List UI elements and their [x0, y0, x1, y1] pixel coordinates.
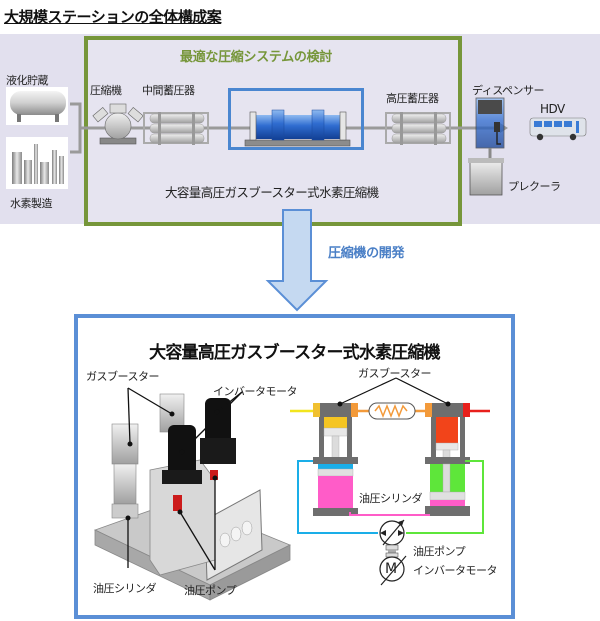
inverter-motor-symbol [379, 555, 407, 586]
booster-caption: 大容量高圧ガスブースター式水素圧縮機 [165, 185, 379, 200]
compressor-icon [92, 103, 144, 145]
right-booster-cylinder [425, 403, 470, 516]
motor-symbol-letter: M [385, 561, 398, 577]
compressor-label: 圧縮機 [90, 84, 122, 97]
feed-pipe [70, 102, 96, 154]
render-hydraulic-pump-label: 油圧ポンプ [184, 584, 237, 597]
station-diagram [6, 87, 587, 196]
oil-line-green [406, 460, 484, 534]
render-leader-lines [127, 387, 243, 571]
hydraulic-pump-symbol [379, 519, 405, 558]
compressor-render-image [93, 393, 291, 601]
liquid-storage-label: 液化貯蔵 [6, 74, 49, 87]
hydraulic-schematic [290, 377, 490, 586]
detail-panel-title: 大容量高圧ガスブースター式水素圧縮機 [149, 343, 441, 363]
development-label: 圧縮機の開発 [328, 246, 405, 261]
render-leader-dots [125, 409, 220, 521]
schematic-gas-booster-label: ガスブースター [358, 367, 431, 380]
precooler-icon [468, 158, 504, 196]
liquid-storage-tank-icon [6, 87, 68, 125]
intermediate-accumulator-icon [143, 112, 209, 145]
gas-booster-compressor-icon [244, 109, 351, 147]
schematic-leader-lines [339, 377, 449, 405]
left-booster-cylinder [313, 403, 358, 516]
dispenser-icon [475, 97, 505, 160]
booster-highlight-frame [228, 88, 364, 150]
high-pressure-accumulator-label: 高圧蓄圧器 [386, 92, 439, 105]
schematic-hydraulic-cylinder-label: 油圧シリンダ [359, 490, 423, 506]
hdv-label: HDV [540, 102, 565, 116]
oil-line-pink [349, 512, 430, 516]
oil-line-blue [297, 460, 378, 534]
render-inverter-motor-label: インバータモータ [213, 385, 298, 398]
dispenser-label: ディスペンサー [472, 84, 544, 97]
schematic-hydraulic-pump-label: 油圧ポンプ [413, 545, 466, 558]
hydrogen-plant-icon [6, 137, 68, 189]
high-pressure-accumulator-icon [385, 112, 451, 145]
compression-system-title: 最適な圧縮システムの検討 [180, 50, 333, 65]
page-title: 大規模ステーションの全体構成案 [4, 8, 222, 26]
render-gas-booster-label: ガスブースター [86, 370, 159, 383]
render-hydraulic-cylinder-label: 油圧シリンダ [93, 582, 157, 595]
schematic-inverter-motor-label: インバータモータ [413, 564, 498, 577]
hdv-bus-icon [529, 117, 587, 141]
precooler-label: プレクーラ [508, 180, 561, 193]
intermediate-accumulator-label: 中間蓄圧器 [142, 84, 195, 97]
hydrogen-production-label: 水素製造 [10, 197, 53, 210]
